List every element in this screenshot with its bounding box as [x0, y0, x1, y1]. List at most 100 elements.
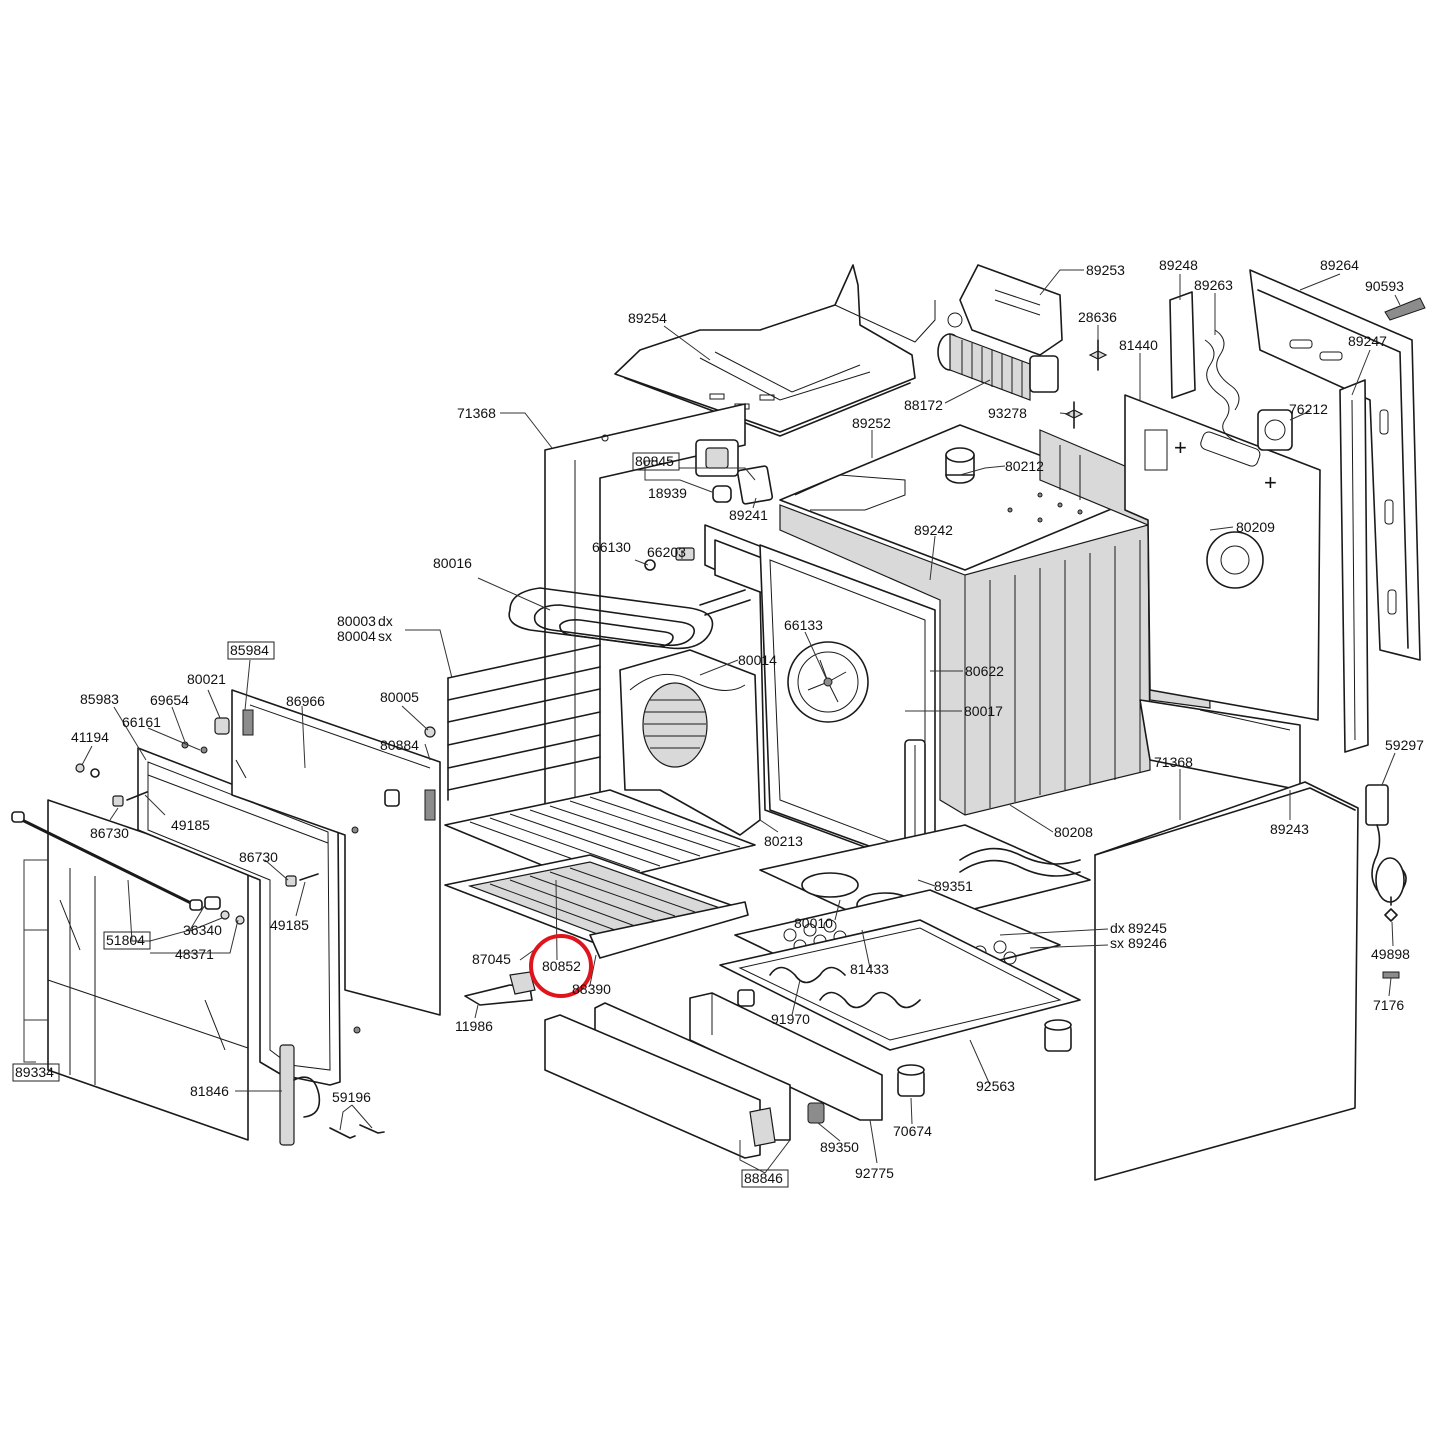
- label-66161: 66161: [122, 714, 161, 730]
- part-80622-cavity: [759, 544, 936, 871]
- label-66133: 66133: [784, 617, 823, 633]
- part-80014-fan-cover: [619, 649, 761, 836]
- label-92775: 92775: [855, 1165, 894, 1181]
- part-90593-bracket: [1384, 297, 1426, 321]
- label-80213: 80213: [764, 833, 803, 849]
- label-7176: 7176: [1373, 997, 1404, 1013]
- fasteners: [75, 717, 436, 1034]
- label-86730-upper: 86730: [90, 825, 129, 841]
- label-80622: 80622: [965, 663, 1004, 679]
- label-28636: 28636: [1078, 309, 1117, 325]
- part-86966-inner-glass: [231, 689, 441, 1016]
- label-box-89334: [12, 1063, 60, 1082]
- label-81440: 81440: [1119, 337, 1158, 353]
- part-11986-guide: [464, 971, 536, 1006]
- label-box-85984: [227, 641, 275, 660]
- label-89247: 89247: [1348, 333, 1387, 349]
- part-89334-outer-glass: [47, 799, 249, 1141]
- part-87045-baking-tray: [444, 854, 749, 959]
- label-80003-suffix: dx: [378, 613, 393, 629]
- highlight-circle-80852: [529, 934, 593, 998]
- part-71368-side-panel-right: [1094, 781, 1359, 1181]
- label-48371: 48371: [175, 946, 214, 962]
- label-66203: 66203: [647, 544, 686, 560]
- label-59297: 59297: [1385, 737, 1424, 753]
- label-box-51804: [103, 931, 151, 950]
- label-80845: 80845: [635, 453, 674, 469]
- part-89253-fan-bracket: [947, 264, 1063, 356]
- label-88390: 88390: [572, 981, 611, 997]
- part-66130-plug: [644, 559, 656, 571]
- label-box-80845: [632, 452, 680, 471]
- label-89350: 89350: [820, 1139, 859, 1155]
- part-70674-foot: [737, 989, 1072, 1097]
- label-box-88846: [741, 1169, 789, 1188]
- label-70674: 70674: [893, 1123, 932, 1139]
- label-90593: 90593: [1365, 278, 1404, 294]
- part-88172-tangential-fan: [937, 333, 1059, 401]
- label-89263: 89263: [1194, 277, 1233, 293]
- part-59297-cable: [1365, 784, 1407, 903]
- label-89248: 89248: [1159, 257, 1198, 273]
- label-80004-suffix: sx: [378, 628, 392, 644]
- label-89254: 89254: [628, 310, 667, 326]
- label-89252: 89252: [852, 415, 891, 431]
- part-80845-lamp: [695, 439, 739, 477]
- label-93278: 93278: [988, 405, 1027, 421]
- part-89248-wire-bracket: [1169, 291, 1240, 443]
- label-89334: 89334: [15, 1064, 54, 1080]
- part-80003-side-rack: [447, 644, 601, 801]
- label-11986: 11986: [455, 1018, 493, 1034]
- label-85983: 85983: [80, 691, 119, 707]
- label-88172: 88172: [904, 397, 943, 413]
- label-88846: 88846: [744, 1170, 783, 1186]
- label-41194: 41194: [71, 729, 109, 745]
- label-92563: 92563: [976, 1078, 1015, 1094]
- part-89247-strip: [1339, 379, 1369, 753]
- label-49898: 49898: [1371, 946, 1410, 962]
- label-86966: 86966: [286, 693, 325, 709]
- label-89253: 89253: [1086, 262, 1125, 278]
- label-80021: 80021: [187, 671, 226, 687]
- part-88846-drawer: [544, 1002, 791, 1159]
- part-81846-hinge: [279, 1044, 321, 1146]
- label-69654: 69654: [150, 692, 189, 708]
- label-49185-lower: 49185: [270, 917, 309, 933]
- label-66130: 66130: [592, 539, 631, 555]
- label-80005: 80005: [380, 689, 419, 705]
- label-89245-prefix: dx: [1110, 920, 1125, 936]
- label-80209: 80209: [1236, 519, 1275, 535]
- label-71368-right: 71368: [1154, 754, 1193, 770]
- label-80852: 80852: [542, 958, 581, 974]
- part-89350-switch: [807, 1102, 825, 1124]
- label-81846: 81846: [190, 1083, 229, 1099]
- label-71368-left: 71368: [457, 405, 496, 421]
- part-51804-handle: [11, 811, 221, 911]
- part-80208-cavity-insulation: [779, 504, 1151, 816]
- label-49185-upper: 49185: [171, 817, 210, 833]
- label-89241: 89241: [729, 507, 768, 523]
- label-80017: 80017: [964, 703, 1003, 719]
- label-18939: 18939: [648, 485, 687, 501]
- part-89241-lamp-plate: [736, 465, 774, 505]
- label-89246-prefix: sx: [1110, 935, 1124, 951]
- svg-text:+: +: [1264, 470, 1277, 495]
- label-80016: 80016: [433, 555, 472, 571]
- label-81433: 81433: [850, 961, 889, 977]
- label-80003: 80003: [337, 613, 376, 629]
- leader-lines: [23, 269, 1401, 1174]
- label-89245: 89245: [1128, 920, 1167, 936]
- part-labels: 89253 89248 89264 89263 90593 89254 2863…: [12, 257, 1424, 1188]
- part-81440-back-panel: + +: [1124, 394, 1321, 721]
- part-18939-lamp-cover: [712, 485, 732, 503]
- label-86730-lower: 86730: [239, 849, 278, 865]
- label-85984: 85984: [230, 642, 269, 658]
- part-7176-clip: [1382, 971, 1400, 979]
- part-89254-top-tray: [614, 264, 936, 437]
- label-51804: 51804: [106, 932, 145, 948]
- part-49898-clip: [1384, 896, 1398, 922]
- part-93278-clip: [1064, 401, 1084, 429]
- label-89243: 89243: [1270, 821, 1309, 837]
- label-89246: 89246: [1128, 935, 1167, 951]
